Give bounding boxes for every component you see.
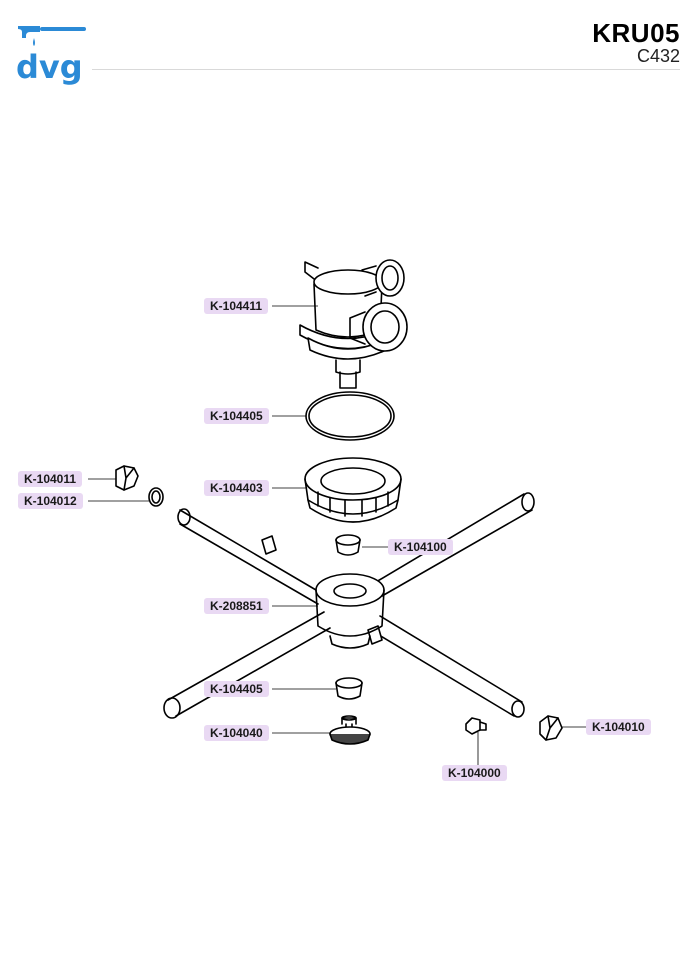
spray-arm-part: [163, 492, 535, 719]
washer-part: [148, 487, 164, 507]
part-label: K-104411: [204, 298, 269, 314]
part-label: K-104011: [18, 471, 83, 487]
part-label: K-104010: [586, 719, 651, 735]
bushing-part: [335, 534, 361, 556]
housing-part: [299, 259, 408, 389]
part-label: K-104403: [204, 480, 269, 496]
part-label: K-104405: [204, 681, 269, 697]
dvg-logo: dvg: [16, 26, 86, 86]
part-label: K-104040: [204, 725, 269, 741]
end-nut-part: [539, 715, 563, 741]
part-label: K-104405: [204, 408, 269, 424]
part-label: K-104000: [442, 765, 507, 781]
header-divider: [92, 69, 680, 70]
lower-bushing-part: [335, 677, 363, 700]
part-label: K-104100: [388, 539, 453, 555]
screw-part: [465, 717, 487, 735]
part-label: K-104012: [18, 493, 83, 509]
small-nut-part: [115, 465, 139, 491]
part-label: K-208851: [204, 598, 269, 614]
o-ring-part: [305, 391, 395, 441]
model-subcode: C432: [636, 46, 680, 66]
model-code: KRU05: [592, 18, 680, 48]
cap-part: [329, 715, 371, 745]
ring-nut-part: [304, 457, 402, 523]
svg-text:dvg: dvg: [16, 48, 83, 86]
